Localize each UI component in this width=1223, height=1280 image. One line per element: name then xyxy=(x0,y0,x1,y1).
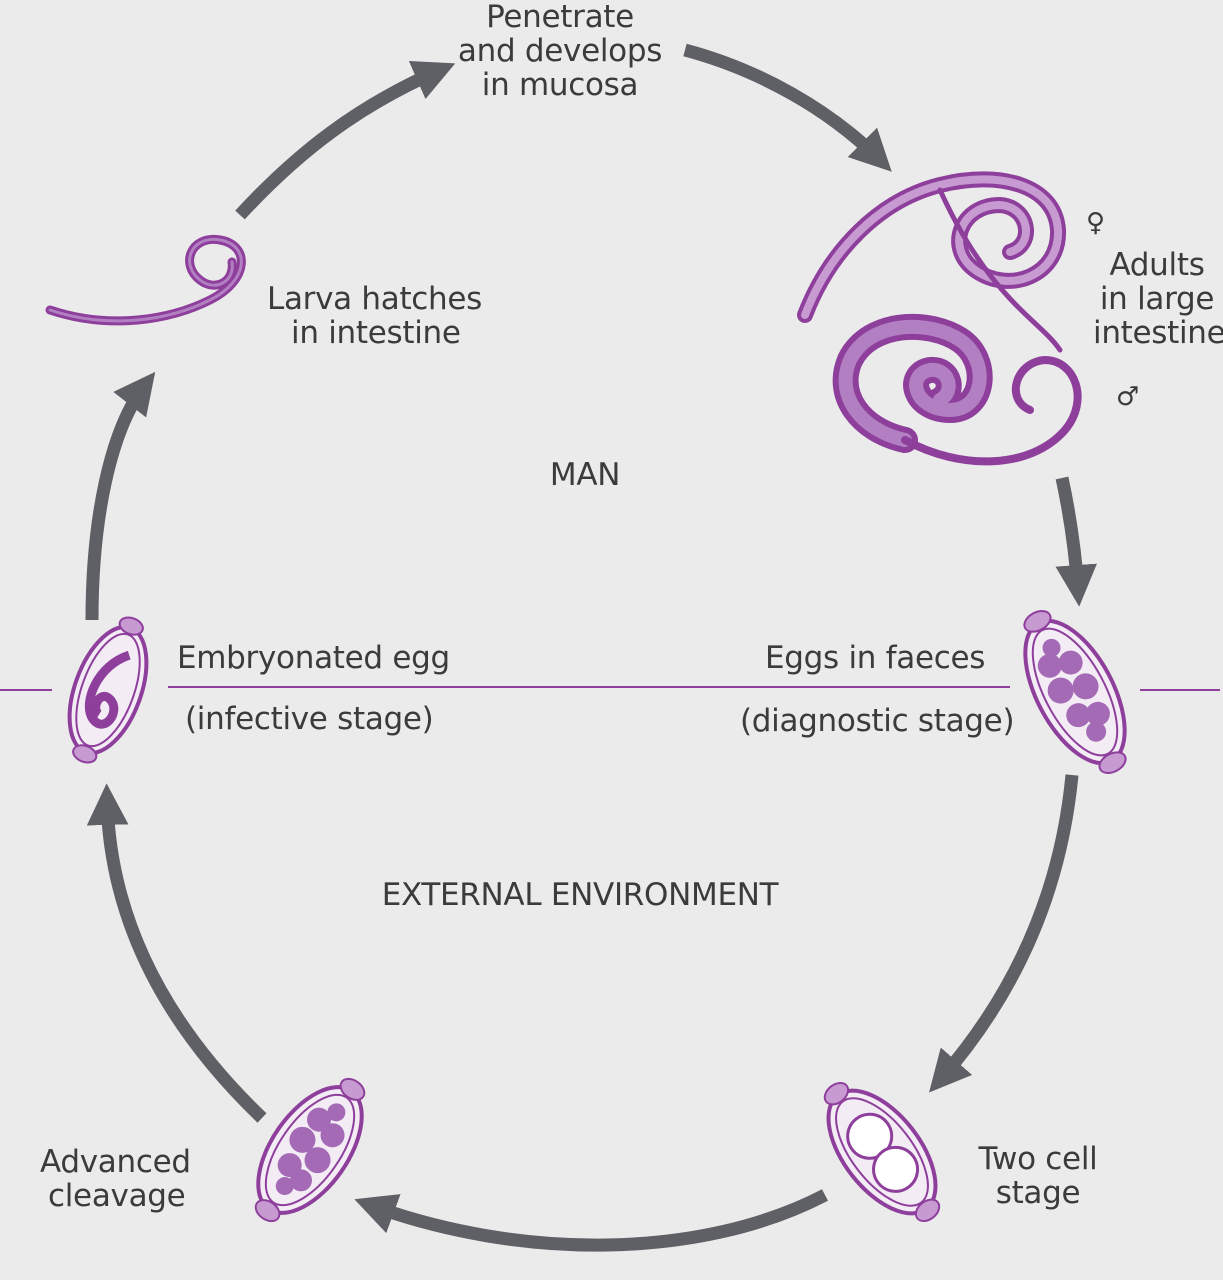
label-adults-line3: intestine xyxy=(1093,315,1223,351)
label-external-environment: EXTERNAL ENVIRONMENT xyxy=(381,877,779,913)
label-larva-line1: Larva hatches xyxy=(267,281,483,317)
label-adults-line1: Adults xyxy=(1109,247,1205,283)
arrow-mucosa-to-adults xyxy=(683,43,892,172)
label-penetrate-line3: in mucosa xyxy=(481,67,639,103)
arrow-eggs-to-twocell xyxy=(929,774,1079,1093)
label-infective-stage: (infective stage) xyxy=(185,701,434,737)
egg-embryonated-icon xyxy=(67,616,149,764)
label-penetrate-line1: Penetrate xyxy=(486,0,634,35)
female-symbol: ♀ xyxy=(1086,208,1106,238)
arrow-adults-to-eggs xyxy=(1055,476,1097,607)
arrow-twocell-to-advanced xyxy=(354,1189,828,1252)
label-larva-line2: in intestine xyxy=(291,315,461,351)
label-adults-line2: in large xyxy=(1099,281,1215,317)
label-advanced-line2: cleavage xyxy=(48,1178,186,1214)
label-eggs-in-faeces: Eggs in faeces xyxy=(765,640,986,676)
label-penetrate: Penetrate and develops in mucosa xyxy=(450,0,670,102)
label-larva: Larva hatches in intestine xyxy=(267,282,497,350)
label-man: MAN xyxy=(549,457,621,493)
label-advanced-cleavage: Advanced cleavage xyxy=(40,1145,230,1213)
arrow-larva-to-mucosa xyxy=(235,60,456,220)
label-advanced-line1: Advanced xyxy=(40,1144,191,1180)
egg-advanced-cleavage-icon xyxy=(254,1077,366,1223)
egg-faeces-icon xyxy=(1023,610,1127,774)
label-penetrate-line2: and develops xyxy=(457,33,663,69)
adult-worms-icon xyxy=(797,171,1082,466)
arrow-advanced-to-embryonated xyxy=(86,783,267,1123)
label-diagnostic-stage: (diagnostic stage) xyxy=(740,703,1015,739)
arrow-embryonated-to-larva xyxy=(85,371,156,621)
label-two-cell-line2: stage xyxy=(995,1175,1081,1211)
label-embryonated-egg: Embryonated egg xyxy=(177,640,450,676)
label-two-cell-line1: Two cell xyxy=(978,1141,1098,1177)
male-symbol: ♂ xyxy=(1116,382,1140,412)
larva-icon xyxy=(45,235,246,326)
label-adults: Adults in large intestine xyxy=(1093,247,1223,351)
egg-two-cell-icon xyxy=(823,1081,941,1223)
label-two-cell: Two cell stage xyxy=(968,1142,1108,1210)
